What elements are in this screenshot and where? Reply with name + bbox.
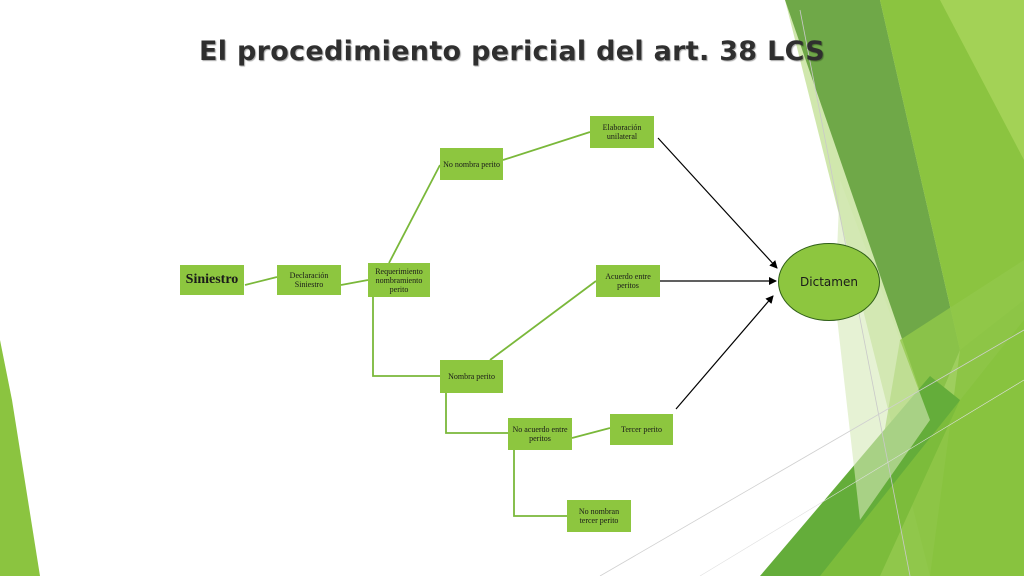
node-requerimiento-nombramiento-perito: Requerimiento nombramiento perito (368, 263, 430, 297)
connector-no-nombra-elaboracion (502, 131, 591, 161)
node-no-nombran-tercer-perito: No nombran tercer perito (567, 500, 631, 532)
node-elaboracion-unilateral: Elaboración unilateral (590, 116, 654, 148)
node-no-nombra-perito: No nombra perito (440, 148, 503, 180)
connector-requerimiento-no-nombra (388, 164, 441, 264)
connector-requerimiento-nombra (372, 297, 440, 377)
connector-nombra-no-acuerdo (445, 393, 508, 434)
node-tercer-perito: Tercer perito (610, 414, 673, 445)
node-declaracion-siniestro: Declaración Siniestro (277, 265, 341, 295)
node-no-acuerdo-entre-peritos: No acuerdo entre peritos (508, 418, 572, 450)
node-acuerdo-entre-peritos: Acuerdo entre peritos (596, 265, 660, 297)
connector-declaracion-requerimiento (340, 279, 369, 286)
connectors (244, 131, 611, 517)
arrow-elaboracion-dictamen (657, 137, 778, 269)
connector-no-acuerdo-tercer (571, 427, 611, 439)
node-dictamen: Dictamen (778, 243, 880, 321)
node-siniestro: Siniestro (180, 265, 244, 295)
arrow-tercer-dictamen (675, 295, 774, 410)
connector-no-acuerdo-no-nombran (513, 450, 567, 517)
connector-nombra-acuerdo (489, 280, 597, 361)
node-nombra-perito: Nombra perito (440, 360, 503, 393)
page-title: El procedimiento pericial del art. 38 LC… (199, 36, 825, 67)
connector-siniestro-declaracion (244, 276, 278, 286)
arrows (657, 137, 778, 410)
